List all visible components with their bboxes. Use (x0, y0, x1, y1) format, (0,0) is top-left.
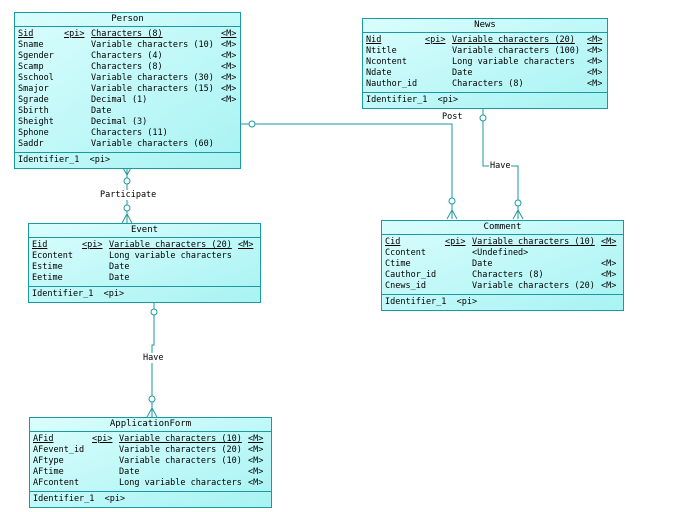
participate-crowfoot-event (121, 212, 133, 224)
entity-applicationform[interactable]: ApplicationForm AFid<pi>Variable charact… (29, 417, 272, 508)
attribute-list: Nid<pi>Variable characters (20)<M> Ntitl… (363, 33, 607, 93)
identifier: Identifier_1 <pi> (18, 155, 111, 165)
attribute-row: AFid<pi>Variable characters (10)<M> (33, 434, 264, 444)
participate-label: Participate (99, 190, 158, 200)
participate-circle-person (123, 177, 131, 185)
have-event-label: Have (142, 353, 165, 363)
attribute-row: Eid<pi>Variable characters (20)<M> (32, 240, 254, 250)
have-event-crowfoot-form (146, 406, 158, 418)
have-event-circle-event (150, 308, 158, 316)
attribute-row: Cid<pi>Variable characters (10)<M> (385, 237, 617, 247)
have-event-circle-form (148, 395, 156, 403)
identifier: Identifier_1 <pi> (366, 95, 459, 105)
entity-title: Event (29, 224, 260, 238)
identifier: Identifier_1 <pi> (33, 494, 126, 504)
entity-news[interactable]: News Nid<pi>Variable characters (20)<M> … (362, 18, 608, 109)
have-news-crowfoot-comment (512, 208, 524, 220)
identifier: Identifier_1 <pi> (385, 297, 478, 307)
attribute-row: Ccontent<Undefined> (385, 248, 529, 258)
entity-comment[interactable]: Comment Cid<pi>Variable characters (10)<… (381, 220, 624, 311)
entity-title: Comment (382, 221, 623, 235)
entity-title: ApplicationForm (30, 418, 271, 432)
post-circle-person (248, 120, 256, 128)
have-news-circle-news (479, 114, 487, 122)
post-label: Post (441, 112, 464, 122)
entity-title: News (363, 19, 607, 33)
attribute-list: Cid<pi>Variable characters (10)<M> Ccont… (382, 235, 623, 295)
attribute-row: Sid<pi>Characters (8)<M> (18, 29, 237, 39)
post-circle-comment (448, 197, 456, 205)
attribute-list: AFid<pi>Variable characters (10)<M> AFev… (30, 432, 271, 492)
identifier: Identifier_1 <pi> (32, 289, 125, 299)
entity-title: Person (15, 13, 240, 27)
have-news-label: Have (489, 161, 512, 171)
participate-crowfoot-person (121, 165, 133, 177)
attribute-list: Eid<pi>Variable characters (20)<M> Econt… (29, 238, 260, 287)
have-news-circle-comment (514, 199, 522, 207)
have-event-line (151, 302, 155, 417)
attribute-row: Nid<pi>Variable characters (20)<M> (366, 35, 603, 45)
entity-event[interactable]: Event Eid<pi>Variable characters (20)<M>… (28, 223, 261, 303)
participate-circle-event (123, 204, 131, 212)
post-line (241, 123, 453, 219)
post-crowfoot-comment (446, 208, 458, 220)
